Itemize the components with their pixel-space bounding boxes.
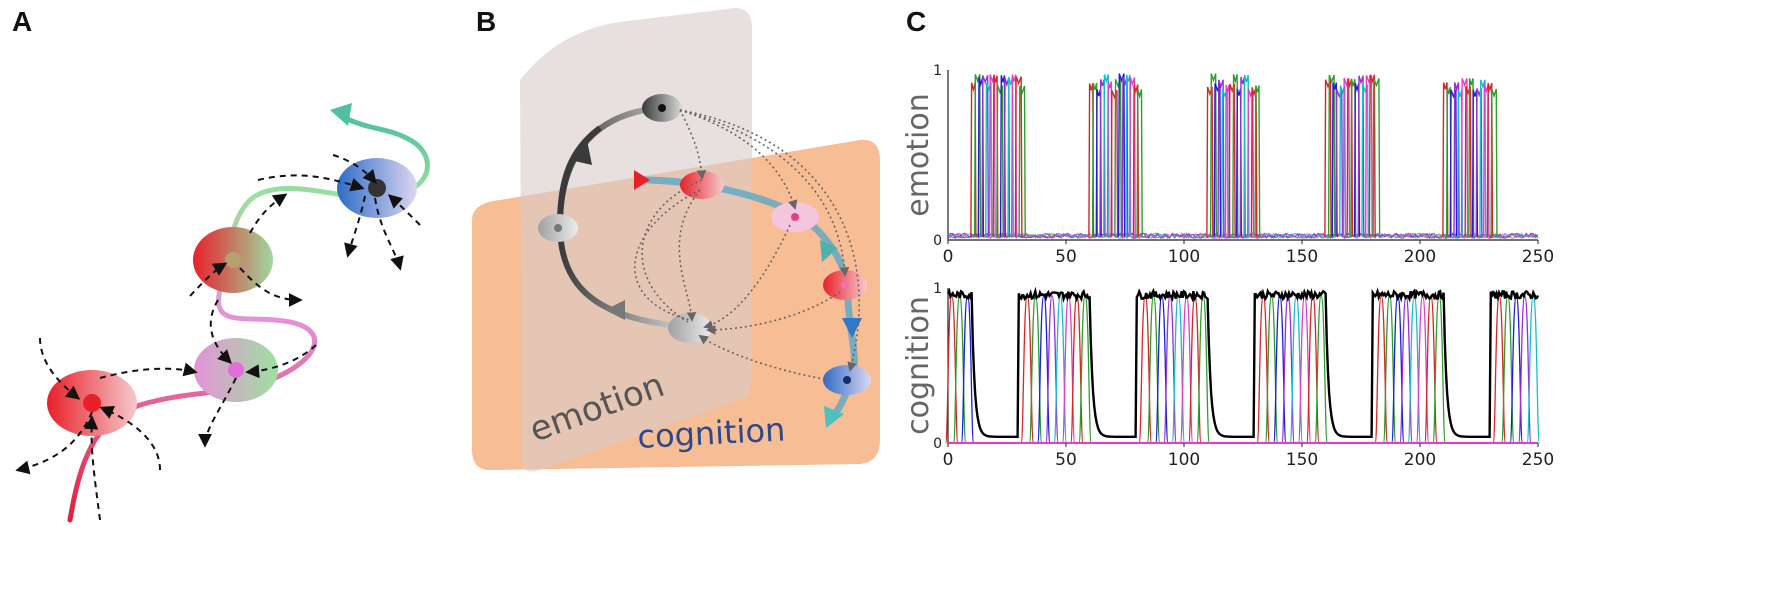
y-tick-label: 0	[933, 233, 942, 249]
emotion-burst-trace	[1250, 87, 1258, 237]
emotion-cycle-track-top	[557, 125, 602, 226]
x-tick-label: 250	[1522, 450, 1554, 470]
y-axis-label: cognition	[901, 296, 936, 435]
x-tick-label: 0	[943, 450, 954, 470]
emotion-baseline-trace	[947, 232, 1539, 240]
emotion-arrowhead-1	[570, 140, 592, 165]
cognition-arrowhead-2	[842, 318, 862, 338]
emotion-burst-trace	[1479, 79, 1487, 237]
emotion-burst-trace	[1368, 74, 1376, 237]
emotion-burst-trace	[1014, 76, 1023, 237]
x-tick-label: 0	[943, 247, 954, 267]
emotion-plane	[520, 8, 752, 472]
emotion-burst-trace	[1357, 75, 1365, 237]
emotion-burst-trace	[1449, 89, 1458, 237]
cognition-node-2-center	[791, 213, 799, 221]
emotion-burst-trace	[1339, 85, 1347, 237]
emotion-burst-trace	[1460, 78, 1469, 237]
panel-a-state-pink-green-center	[228, 362, 244, 378]
emotion-baseline-trace	[947, 232, 1539, 240]
emotion-burst-trace	[981, 75, 990, 237]
cognition-mean-trace	[946, 286, 1540, 438]
emotion-burst-trace	[1335, 89, 1344, 237]
x-tick-label: 150	[1286, 247, 1318, 267]
emotion-burst-trace	[1464, 85, 1472, 237]
cognition-node-1	[680, 171, 724, 199]
panel-a-state-red-center	[83, 394, 101, 412]
panel-b-coupling-lines	[634, 109, 860, 381]
y-axis-label: emotion	[901, 93, 936, 217]
x-tick-label: 100	[1168, 247, 1200, 267]
panel-a-flow-arrows	[15, 154, 421, 521]
cognition-plane-label: cognition	[636, 410, 786, 456]
emotion-burst-trace	[1114, 79, 1122, 237]
emotion-burst-trace	[985, 82, 993, 237]
panel-a-state-red-green-center	[225, 252, 241, 268]
cognition-chain-start-arrow	[634, 170, 650, 190]
x-tick-label: 200	[1404, 450, 1436, 470]
emotion-burst-trace	[1490, 88, 1498, 237]
emotion-burst-trace	[1136, 89, 1143, 237]
panel-b-diagram: emotion cognition	[472, 8, 880, 472]
x-tick-label: 50	[1055, 247, 1077, 267]
emotion-node-left-center	[554, 224, 562, 232]
emotion-burst-trace	[1475, 88, 1483, 237]
emotion-burst-trace	[1121, 76, 1129, 237]
emotion-burst-trace	[1228, 83, 1236, 237]
x-tick-label: 250	[1522, 247, 1554, 267]
panel-a-state-blue-center	[368, 179, 386, 197]
x-tick-label: 150	[1286, 450, 1318, 470]
emotion-burst-trace	[1254, 85, 1261, 237]
panel-a-diagram	[15, 103, 430, 523]
panel-letter-b: B	[476, 6, 497, 37]
y-tick-label: 0	[933, 436, 942, 452]
panel-a-trajectory-arrowhead	[330, 103, 352, 126]
cognition-arrowhead-1	[820, 240, 838, 262]
emotion-burst-trace	[1364, 74, 1373, 237]
x-tick-label: 50	[1055, 450, 1077, 470]
emotion-burst-trace	[1221, 88, 1229, 237]
emotion-burst-trace	[1213, 83, 1222, 237]
x-tick-label: 100	[1168, 450, 1200, 470]
x-tick-label: 200	[1404, 247, 1436, 267]
y-tick-label: 1	[933, 281, 942, 297]
cognition-arrowhead-3	[824, 406, 844, 428]
emotion-burst-trace	[996, 85, 1004, 237]
emotion-arrowhead-2	[605, 300, 625, 320]
emotion-burst-trace	[1128, 77, 1136, 237]
emotion-burst-trace	[1206, 86, 1214, 237]
emotion-burst-trace	[1217, 79, 1225, 237]
cognition-pulse-trace	[1045, 295, 1059, 444]
panel-letter-a: A	[12, 6, 33, 37]
emotion-node-bottom	[668, 313, 712, 343]
cognition-node-3-center	[841, 281, 849, 289]
emotion-burst-trace	[1117, 73, 1126, 237]
y-tick-label: 1	[933, 63, 942, 79]
emotion-chart: 0 50 100 150 200 250 0 1 emotion	[901, 63, 1554, 267]
emotion-burst-trace	[1342, 77, 1351, 237]
emotion-burst-trace	[1209, 73, 1218, 237]
emotion-burst-trace	[1246, 88, 1255, 237]
emotion-burst-trace	[1018, 85, 1026, 237]
emotion-burst-trace	[988, 74, 996, 237]
panel-letter-c: C	[906, 6, 927, 37]
emotion-burst-trace	[1324, 79, 1332, 237]
emotion-burst-trace	[1327, 74, 1336, 237]
emotion-burst-trace	[1110, 90, 1119, 237]
emotion-burst-trace	[1372, 78, 1381, 237]
panel-a-trajectory	[67, 115, 430, 523]
emotion-burst-trace	[1361, 84, 1369, 237]
emotion-node-top-center	[658, 104, 666, 112]
emotion-burst-trace	[973, 74, 982, 237]
cognition-pulse-trace	[960, 295, 975, 444]
emotion-burst-trace	[1007, 76, 1015, 237]
cognition-node-4-center	[843, 376, 851, 384]
